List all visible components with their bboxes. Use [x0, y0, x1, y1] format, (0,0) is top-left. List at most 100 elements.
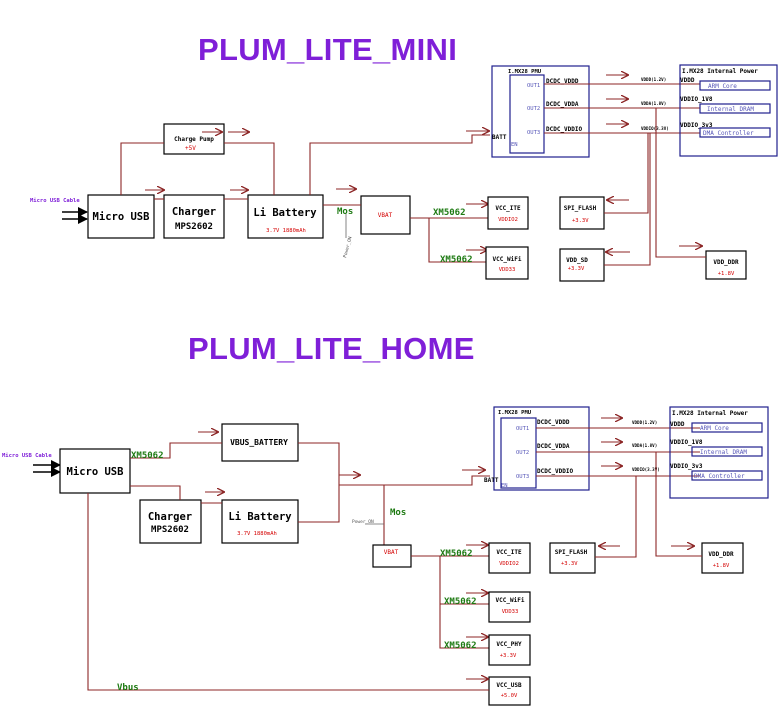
- mini-charge-pump-label: Charge Pump: [174, 136, 214, 143]
- mini-arm-core-box: [699, 80, 771, 91]
- mini-vcc-ite-label: VCC_ITE: [495, 205, 521, 212]
- home-power-on-label: Power_ON: [352, 519, 374, 525]
- mini-power-on-label: Power_ON: [342, 236, 353, 259]
- home-ip-vddio-1v8: VDDIO_1V8: [670, 439, 703, 446]
- mini-vdd-ddr-box: [705, 250, 747, 280]
- home-pmu-title: I.MX28 PMU: [498, 410, 532, 416]
- home-pmu-dcdc-vddio: DCDC_VDDIO: [537, 468, 574, 475]
- mini-pmu-dcdc-vddio: DCDC_VDDIO: [546, 126, 583, 133]
- home-pmu-dcdc-vddd: DCDC_VDDD: [537, 419, 570, 426]
- home-vbus-label: Vbus: [117, 683, 139, 693]
- mini-vdd-sd-label: VDD_SD: [566, 257, 588, 264]
- mini-charger-label: Charger: [172, 206, 216, 218]
- mini-spi-flash-box: [559, 196, 605, 230]
- home-mos-label: Mos: [390, 508, 406, 518]
- mini-xm5062-wifi: XM5062: [440, 255, 473, 265]
- mini-xm5062-ite: XM5062: [433, 208, 466, 218]
- home-internal-power-title: I.MX28 Internal Power: [672, 410, 748, 417]
- home-wire-vbus-merge: [298, 442, 340, 485]
- home-xm5062-phy: XM5062: [444, 641, 477, 651]
- mini-rail2-label: VDDA(1.8V): [641, 101, 666, 106]
- mini-pmu-en: EN: [511, 142, 518, 148]
- home-micro-usb-label: Micro USB: [67, 466, 124, 478]
- mini-vcc-ite-box: [487, 196, 529, 230]
- mini-internal-dram-box: [699, 103, 771, 114]
- mini-li-battery-label: Li Battery: [253, 207, 317, 219]
- mini-vcc-wifi-voltage: VDD33: [499, 267, 516, 273]
- mini-vbat-label: VBAT: [378, 212, 393, 219]
- mini-vdd-sd-voltage: +3.3V: [568, 266, 585, 272]
- mini-charge-pump-box: [163, 123, 225, 155]
- home-vcc-ite-label: VCC_ITE: [496, 549, 522, 556]
- home-internal-dram-box: [691, 446, 763, 457]
- home-vcc-wifi-box: [488, 591, 531, 623]
- home-vcc-phy-label: VCC_PHY: [496, 641, 522, 648]
- home-pmu-out3: OUT3: [516, 474, 529, 480]
- home-pmu-outer: [493, 406, 590, 491]
- mini-rail3-label: VDDIO(3.3V): [641, 126, 669, 131]
- home-vdd-ddr-box: [701, 542, 744, 574]
- home-internal-dram-label: Internal DRAM: [700, 449, 747, 456]
- mini-ip-vddio-3v3: VDDIO_3v3: [680, 122, 713, 129]
- home-pmu-out2: OUT2: [516, 450, 529, 456]
- home-vcc-usb-box: [488, 676, 531, 706]
- home-charger-part: MPS2602: [151, 525, 189, 535]
- mini-charger-part: MPS2602: [175, 222, 213, 232]
- mini-vdd-sd-box: [559, 248, 605, 282]
- mini-vdd-ddr-label: VDD_DDR: [713, 259, 739, 266]
- home-vcc-phy-voltage: +3.3V: [500, 653, 517, 659]
- mini-pmu-out3: OUT3: [527, 130, 540, 136]
- mini-vdd-ddr-voltage: +1.8V: [718, 271, 735, 277]
- home-wire-vbat-bus: [439, 556, 489, 649]
- home-vcc-usb-label: VCC_USB: [496, 682, 522, 689]
- title-plum-lite-mini: PLUM_LITE_MINI: [198, 32, 458, 67]
- home-wire-merge-pmu: [384, 475, 490, 486]
- home-ip-vddio-3v3: VDDIO_3v3: [670, 463, 703, 470]
- mini-ip-vddd: VDDD: [680, 77, 695, 84]
- mini-wire-pump-battery: [224, 142, 275, 195]
- home-vcc-ite-voltage: VDDIO2: [499, 561, 519, 567]
- home-vdd-ddr-voltage: +1.8V: [713, 563, 730, 569]
- mini-internal-power-title: I.MX28 Internal Power: [682, 68, 758, 75]
- mini-pmu-outer: [491, 65, 590, 158]
- home-li-battery-label: Li Battery: [228, 511, 292, 523]
- mini-vcc-wifi-label: VCC_WiFi: [493, 256, 522, 263]
- mini-wire-rail-ddr: [655, 108, 706, 258]
- home-dma-controller-label: DMA Controller: [694, 473, 745, 480]
- home-wire-usb-vbus: [130, 442, 222, 459]
- home-wire-rail-ddr: [655, 452, 702, 557]
- home-vcc-wifi-voltage: VDD33: [502, 609, 519, 615]
- home-internal-power-box: [669, 406, 769, 499]
- mini-vcc-ite-voltage: VDDIO2: [498, 217, 518, 223]
- home-micro-usb-box: [59, 448, 131, 494]
- mini-wire-usb-pump: [120, 142, 164, 195]
- mini-pmu-inner: [509, 74, 545, 154]
- title-plum-lite-home: PLUM_LITE_HOME: [188, 331, 475, 366]
- mini-mos-label: Mos: [337, 207, 353, 217]
- home-wire-merge-vbat: [339, 484, 385, 545]
- home-spi-flash-label: SPI_FLASH: [555, 549, 588, 556]
- home-wire-vbus: [87, 493, 489, 691]
- home-rail1-label: VDDD(1.2V): [632, 420, 657, 425]
- home-vbat-label: VBAT: [384, 549, 399, 556]
- home-vcc-ite-box: [488, 542, 531, 574]
- mini-pmu-out1: OUT1: [527, 83, 540, 89]
- home-wire-usb-charger: [130, 485, 181, 500]
- mini-cable-label: Micro USB Cable: [30, 198, 80, 204]
- home-vbus-battery-box: [221, 423, 299, 462]
- home-pmu-out1: OUT1: [516, 426, 529, 432]
- home-pmu-inner: [500, 417, 537, 489]
- home-charger-box: [139, 499, 202, 544]
- mini-dma-controller-label: DMA Controller: [703, 130, 754, 137]
- home-vcc-wifi-label: VCC_WiFi: [496, 597, 525, 604]
- home-wire-battery-merge: [298, 485, 340, 523]
- mini-rail1-label: VDDD(1.2V): [641, 77, 666, 82]
- home-pmu-batt: BATT: [484, 477, 499, 484]
- mini-wire-vbat-wifi: [410, 217, 488, 263]
- home-arm-core-label: ARM Core: [700, 425, 729, 432]
- mini-spi-flash-voltage: +3.3V: [572, 218, 589, 224]
- home-cable-label: Micro USB Cable: [2, 453, 52, 459]
- home-pmu-en: EN: [501, 483, 508, 489]
- mini-pmu-batt: BATT: [492, 134, 507, 141]
